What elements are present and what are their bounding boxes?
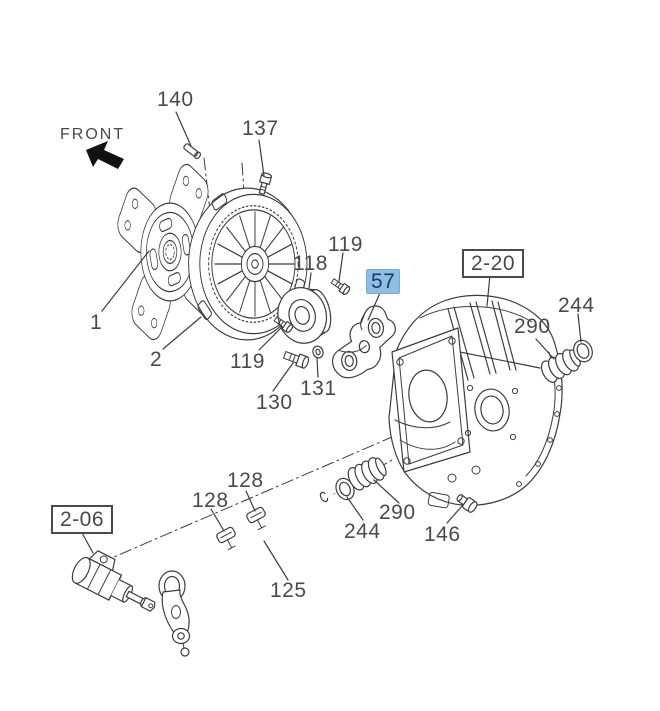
part-label-1[interactable]: 1 (90, 311, 103, 334)
part-label-244-lower[interactable]: 244 (344, 520, 381, 543)
part-label-140[interactable]: 140 (157, 88, 194, 111)
part-label-119-upper[interactable]: 119 (328, 233, 363, 256)
bolt-146-drawing (456, 494, 478, 513)
clutch-disc-drawing (117, 163, 223, 341)
part-label-131[interactable]: 131 (300, 377, 337, 400)
bolt-119-upper-drawing (330, 278, 351, 296)
shift-shaft-drawing (158, 485, 341, 657)
oring-244-right-drawing (573, 339, 593, 363)
part-label-2[interactable]: 2 (150, 348, 163, 371)
bell-housing-drawing (388, 294, 563, 509)
section-ref-2-20[interactable]: 2-20 (462, 249, 525, 278)
shift-fork-drawing (331, 305, 396, 379)
part-label-57-selected[interactable]: 57 (366, 269, 401, 294)
part-label-118[interactable]: 118 (293, 252, 328, 275)
bolt-130-drawing (283, 351, 310, 369)
part-label-137[interactable]: 137 (242, 117, 279, 140)
part-label-290-right[interactable]: 290 (514, 315, 551, 338)
washer-131-drawing (312, 345, 324, 359)
part-label-244-right[interactable]: 244 (558, 294, 595, 317)
part-label-119-lower[interactable]: 119 (230, 350, 265, 373)
slave-cylinder-drawing (71, 550, 156, 612)
part-label-125[interactable]: 125 (270, 579, 307, 602)
part-label-128-upper[interactable]: 128 (227, 469, 264, 492)
section-ref-2-06[interactable]: 2-06 (51, 505, 114, 534)
part-label-290-lower[interactable]: 290 (379, 501, 416, 524)
part-label-130[interactable]: 130 (256, 391, 293, 414)
leader-lines (80, 111, 582, 581)
spring-290-lower-drawing (347, 457, 387, 491)
pin-140-drawing (183, 143, 202, 160)
bolt-119-lower-drawing (273, 316, 294, 334)
front-arrow-icon (86, 141, 124, 169)
spring-290-right-drawing (540, 349, 581, 383)
pressure-plate-drawing (188, 187, 308, 341)
part-label-146[interactable]: 146 (424, 523, 461, 546)
front-label: FRONT (60, 126, 126, 143)
part-label-128-lower[interactable]: 128 (192, 489, 229, 512)
